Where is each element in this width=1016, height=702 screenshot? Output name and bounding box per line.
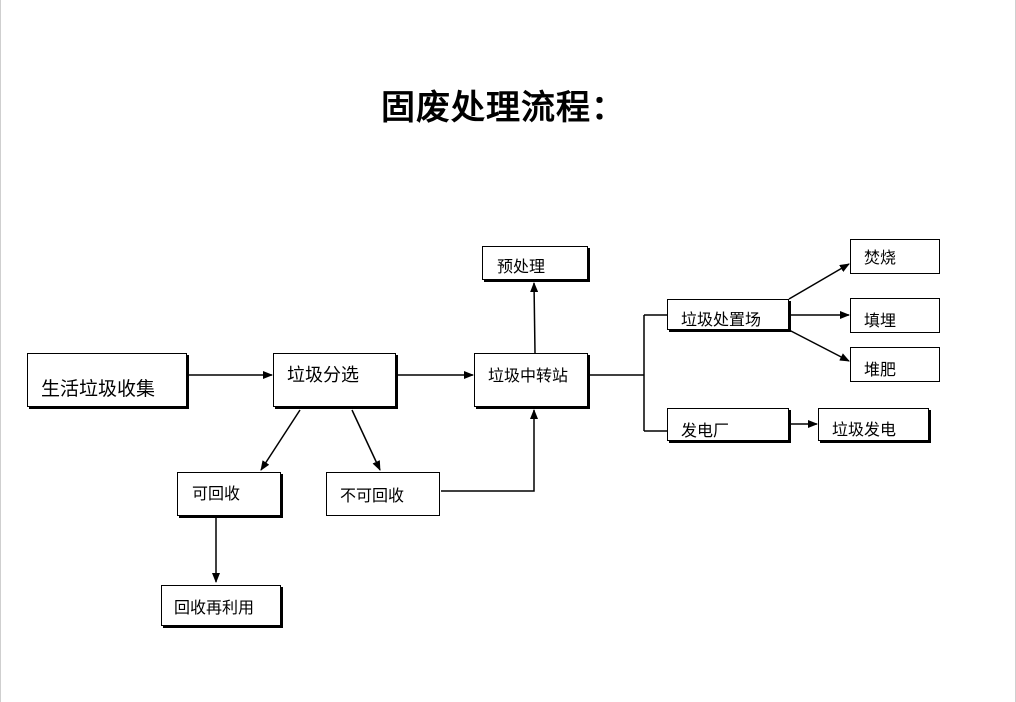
node-label: 发电厂 bbox=[681, 420, 730, 440]
node-recyclable: 可回收 bbox=[177, 472, 281, 516]
arrow-disposal-to-incinerate bbox=[788, 263, 850, 300]
node-label: 预处理 bbox=[497, 257, 546, 276]
node-garbage-sorting: 垃圾分选 bbox=[273, 353, 396, 407]
arrow-disposal-to-compost bbox=[788, 329, 850, 362]
node-incineration: 焚烧 bbox=[850, 239, 940, 274]
node-pretreatment: 预处理 bbox=[482, 246, 588, 280]
node-recycle-reuse: 回收再利用 bbox=[161, 585, 281, 626]
node-power-plant: 发电厂 bbox=[667, 408, 789, 441]
arrow-transfer-to-pretreat bbox=[530, 282, 539, 354]
node-label: 不可回收 bbox=[340, 486, 405, 505]
arrow-nonrecyclable-to-transfer bbox=[441, 409, 538, 492]
node-label: 填埋 bbox=[864, 310, 897, 330]
node-label: 回收再利用 bbox=[174, 597, 255, 617]
node-transfer-station: 垃圾中转站 bbox=[474, 353, 588, 407]
page-title: 固废处理流程： bbox=[381, 88, 626, 128]
node-non-recyclable: 不可回收 bbox=[326, 472, 440, 516]
arrow-sort-to-nonrecyclable bbox=[351, 409, 381, 471]
node-label: 垃圾处置场 bbox=[681, 309, 762, 329]
arrow-sort-to-recyclable bbox=[260, 409, 301, 471]
node-compost: 堆肥 bbox=[850, 347, 940, 382]
node-garbage-collection: 生活垃圾收集 bbox=[27, 353, 187, 407]
node-label: 垃圾分选 bbox=[287, 365, 359, 386]
node-disposal-site: 垃圾处置场 bbox=[667, 299, 789, 330]
node-label: 焚烧 bbox=[864, 247, 897, 267]
node-label: 生活垃圾收集 bbox=[41, 377, 156, 400]
node-waste-power: 垃圾发电 bbox=[818, 408, 929, 441]
node-label: 可回收 bbox=[192, 484, 241, 503]
node-label: 垃圾中转站 bbox=[488, 366, 569, 385]
node-label: 堆肥 bbox=[864, 359, 897, 379]
node-landfill: 填埋 bbox=[850, 298, 940, 333]
node-label: 垃圾发电 bbox=[832, 419, 897, 439]
